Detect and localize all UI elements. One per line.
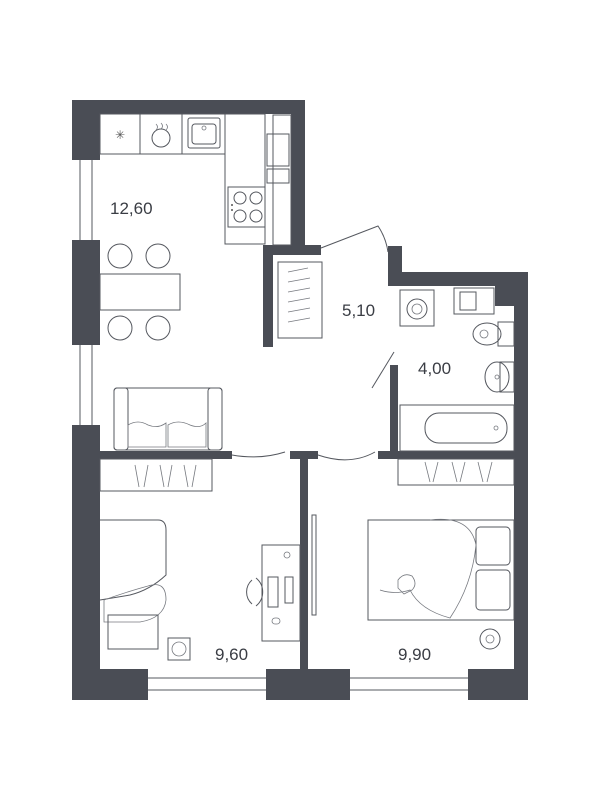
wall-center-post [290, 451, 318, 459]
bedroom-left-door [231, 451, 286, 458]
window-left-top [72, 160, 100, 240]
desk [261, 544, 301, 642]
entrance-door [320, 225, 389, 253]
washbasin-icon [484, 361, 515, 393]
bath-cabinet [453, 287, 495, 315]
pillow [475, 569, 511, 611]
bed-right [367, 519, 515, 621]
room-area-kitchen: 12,60 [110, 199, 153, 218]
wall-hall-top [263, 245, 321, 255]
window-bottom-right [350, 669, 468, 700]
wall-bottom-right [468, 669, 528, 700]
extractor-hood-icon [151, 122, 171, 148]
room-area-bedroom-left: 9,60 [215, 645, 248, 664]
kitchen-counter-side [224, 113, 266, 245]
wall-hall-left [263, 255, 273, 347]
fan-icon [167, 637, 191, 661]
dining-set [99, 243, 181, 341]
fan-icon [479, 628, 501, 650]
chair [107, 315, 133, 341]
wall-bottom-left [72, 669, 148, 700]
room-area-bedroom-right: 9,90 [398, 645, 431, 664]
chair [145, 243, 171, 269]
shaft-inner [272, 114, 292, 246]
kitchen-furniture: ✳ [99, 113, 290, 245]
bedroom-left-furniture [99, 458, 301, 661]
bed-left [99, 519, 167, 601]
wardrobe-left [99, 458, 213, 492]
bedroom-right-furniture [311, 458, 515, 650]
keyboard [284, 576, 294, 604]
wall-bedroom-partition [300, 459, 308, 669]
washing-machine-icon [399, 289, 435, 327]
bedroom-right-door [317, 451, 376, 461]
hallway-furniture [277, 225, 389, 339]
wall-top-kitchen [72, 100, 304, 114]
tv-panel [311, 514, 317, 616]
chair [145, 315, 171, 341]
wall-bath-shaft [495, 286, 514, 306]
bathroom-fixtures [371, 287, 515, 452]
room-area-hallway: 5,10 [342, 301, 375, 320]
kitchen-sink-icon [187, 117, 221, 149]
wall-bath-left [390, 365, 398, 455]
wall-bedroom-left-top [100, 451, 232, 459]
windows [72, 114, 468, 700]
window-left-bottom [72, 345, 100, 425]
wall-bath-entry [388, 246, 402, 276]
wall-bath-top [388, 272, 528, 286]
wall-bedroom-right-top [378, 451, 514, 459]
wall-right-outer [514, 272, 528, 700]
cat-icon [397, 574, 416, 595]
bathtub-icon [399, 404, 515, 452]
wall-bottom-center [266, 669, 350, 700]
toilet-icon [472, 321, 515, 347]
cabinet-lower [266, 168, 290, 184]
chair [107, 243, 133, 269]
snowflake-icon: ✳ [115, 128, 125, 142]
bathroom-door [371, 351, 395, 389]
wardrobe-hall [277, 261, 323, 339]
cabinet-upper [266, 133, 290, 167]
laptop [267, 576, 279, 608]
room-area-bathroom: 4,00 [418, 359, 451, 378]
sofa [113, 387, 223, 451]
stove-icon [227, 186, 266, 228]
window-bottom-left [148, 669, 266, 700]
pillow [107, 614, 159, 650]
dining-table [99, 273, 181, 311]
wall-shaft [291, 100, 305, 250]
pillow [475, 526, 511, 566]
desk-chair [246, 579, 253, 605]
wardrobe-right [397, 458, 515, 486]
